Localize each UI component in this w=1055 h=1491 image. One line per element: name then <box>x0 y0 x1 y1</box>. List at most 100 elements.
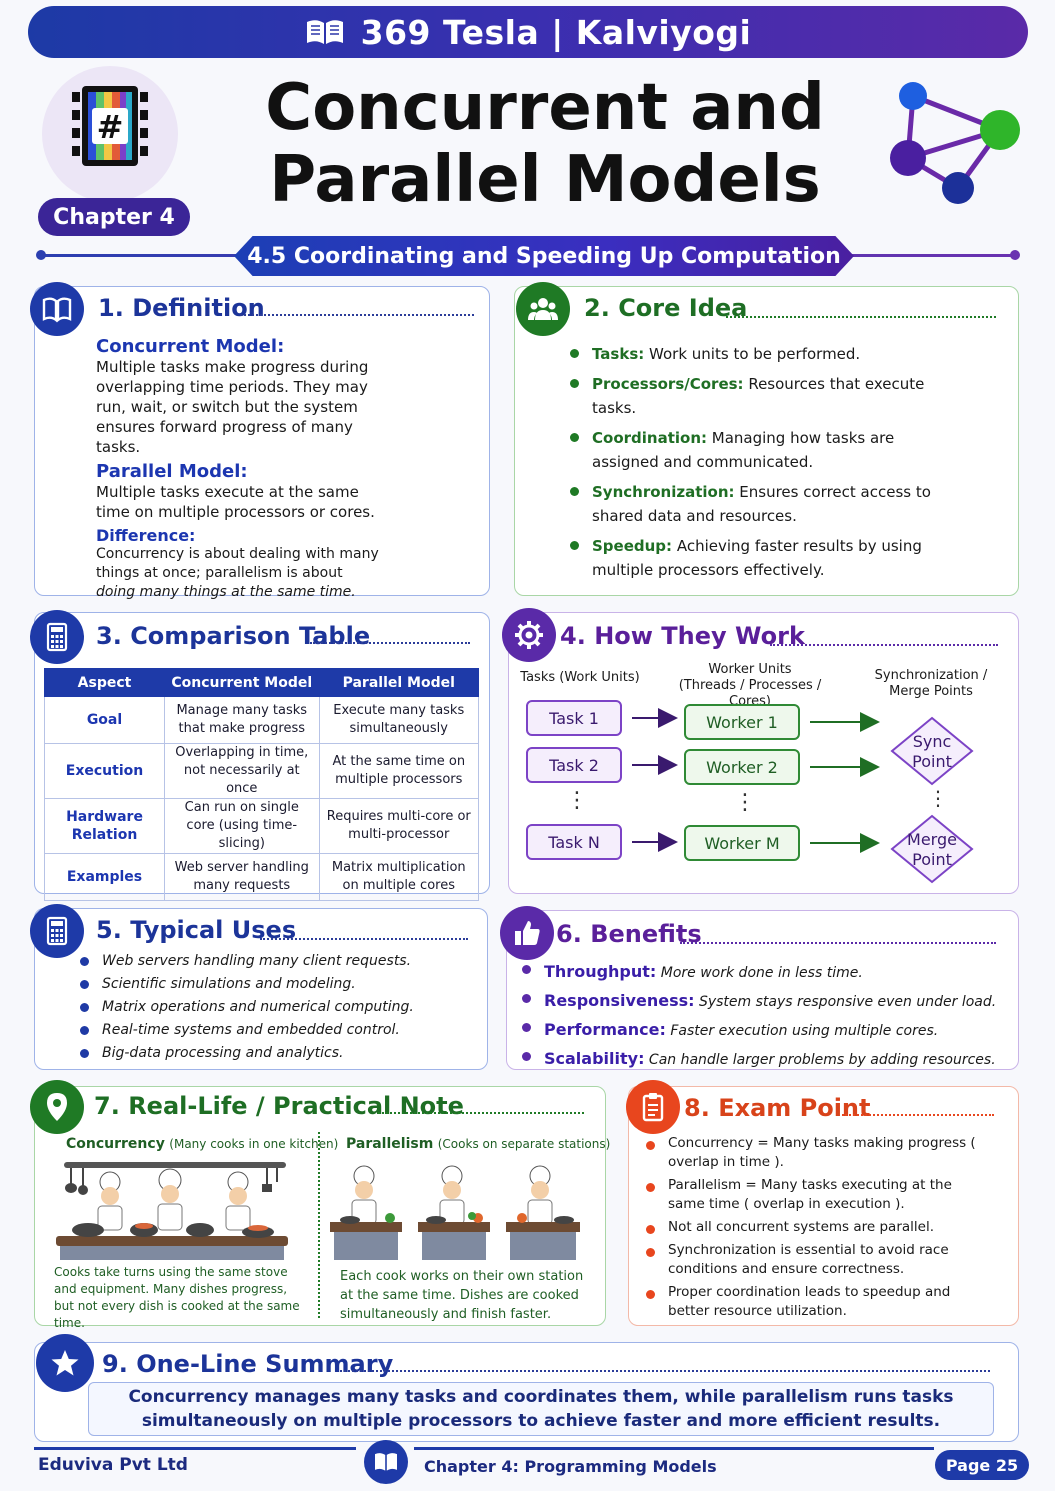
table-cell: Can run on single core (using time-slici… <box>164 798 320 854</box>
list-item: Big-data processing and analytics. <box>76 1042 476 1065</box>
title-leader <box>310 642 470 644</box>
list-item: Proper coordination leads to speedup and… <box>642 1283 982 1321</box>
table-cell: Examples <box>44 853 165 901</box>
svg-text:Merge: Merge <box>907 830 957 849</box>
column-divider <box>318 1132 320 1318</box>
network-graph-icon <box>890 82 1020 204</box>
group-people-icon <box>528 298 558 320</box>
list-item: Real-time systems and embedded control. <box>76 1019 476 1042</box>
sync-point-diamond: Sync Point <box>890 716 974 786</box>
page-number-pill: Page 25 <box>935 1450 1029 1480</box>
concurrency-text: Cooks take turns using the same stove an… <box>54 1265 300 1330</box>
difference-heading: Difference: <box>96 526 196 545</box>
separate-stations-illustration <box>330 1165 580 1260</box>
footer-chapter: Chapter 4: Programming Models <box>424 1457 717 1476</box>
table-cell: Overlapping in time, not necessarily at … <box>164 743 320 799</box>
list-item: Responsiveness: System stays responsive … <box>518 987 1014 1016</box>
table-header: Aspect <box>44 668 165 697</box>
thumbs-up-icon <box>515 921 540 945</box>
title-leader <box>240 314 474 316</box>
page-title: Concurrent and Parallel Models <box>240 72 850 216</box>
summary-box: Concurrency manages many tasks and coord… <box>88 1382 994 1436</box>
title-leader <box>680 942 996 944</box>
book-icon <box>375 1453 397 1471</box>
rule-dot <box>36 250 46 260</box>
list-item: Web servers handling many client request… <box>76 950 476 973</box>
flow-arrows <box>632 708 880 853</box>
table-row: Hardware Relation Can run on single core… <box>44 798 480 854</box>
table-cell: Matrix multiplication on multiple cores <box>318 853 480 901</box>
list-item: Synchronization is essential to avoid ra… <box>642 1241 982 1279</box>
parallel-heading: Parallel Model: <box>96 461 248 482</box>
uses-badge <box>30 904 84 958</box>
exam-list: Concurrency = Many tasks making progress… <box>642 1134 982 1321</box>
footer-rule <box>414 1447 934 1450</box>
table-cell: Execution <box>44 743 165 799</box>
table-cell: Manage many tasks that make progress <box>164 696 320 744</box>
list-item: Performance: Faster execution using mult… <box>518 1016 1014 1045</box>
top-banner: 369 Tesla | Kalviyogi <box>28 6 1028 58</box>
parallelism-heading: Parallelism (Cooks on separate stations) <box>346 1136 611 1152</box>
summary-title: 9. One-Line Summary <box>102 1350 394 1378</box>
core-idea-list: Tasks: Work units to be performed. Proce… <box>566 342 956 582</box>
concurrent-text: Multiple tasks make progress during over… <box>96 358 369 456</box>
ellipsis: ⋮ <box>734 790 756 815</box>
comparison-title: 3. Comparison Table <box>96 622 371 650</box>
uses-list: Web servers handling many client request… <box>76 950 476 1065</box>
svg-text:Sync: Sync <box>913 732 952 751</box>
core-idea-badge <box>516 282 570 336</box>
location-pin-icon <box>47 1093 67 1121</box>
svg-text:Point: Point <box>912 850 952 869</box>
worker-box: Worker 2 <box>684 749 800 785</box>
list-item: Coordination: Managing how tasks are ass… <box>566 426 956 474</box>
book-icon <box>306 20 343 44</box>
comparison-badge <box>30 610 84 664</box>
table-cell: Hardware Relation <box>44 798 165 854</box>
practical-badge <box>30 1080 84 1134</box>
table-row: Execution Overlapping in time, not neces… <box>44 743 480 799</box>
list-item: Scientific simulations and modeling. <box>76 973 476 996</box>
parallelism-text: Each cook works on their own station at … <box>340 1269 584 1322</box>
summary-badge <box>36 1334 94 1392</box>
title-line-1: Concurrent and <box>265 71 825 145</box>
concurrency-heading: Concurrency (Many cooks in one kitchen) <box>66 1136 339 1152</box>
comparison-table-wrap: Aspect Concurrent Model Parallel Model G… <box>44 668 480 901</box>
title-leader <box>726 316 996 318</box>
uses-card <box>34 908 488 1070</box>
parallel-text: Multiple tasks execute at the same time … <box>96 483 375 521</box>
clipboard-icon <box>642 1093 664 1122</box>
how-title: 4. How They Work <box>560 622 805 650</box>
calculator-icon <box>46 916 68 946</box>
benefits-card <box>506 910 1019 1070</box>
practical-card <box>34 1086 606 1326</box>
definition-badge <box>30 282 84 336</box>
task-box: Task N <box>526 824 622 860</box>
brand-title: 369 Tesla | Kalviyogi <box>360 12 752 52</box>
definition-body: Concurrent Model: Multiple tasks make pr… <box>96 336 386 602</box>
gear-icon <box>515 621 543 649</box>
how-badge <box>502 608 556 662</box>
task-box: Task 2 <box>526 747 622 783</box>
ellipsis: ⋮ <box>566 788 588 813</box>
summary-text: Concurrency manages many tasks and coord… <box>128 1387 954 1431</box>
merge-point-diamond: Merge Point <box>890 814 974 884</box>
logo-symbol: # <box>97 108 124 146</box>
exam-card <box>628 1086 1019 1326</box>
core-idea-card <box>514 286 1019 596</box>
list-item: Tasks: Work units to be performed. <box>566 342 956 366</box>
svg-text:Point: Point <box>912 752 952 771</box>
shared-kitchen-illustration <box>56 1162 288 1260</box>
title-leader <box>260 938 468 940</box>
list-item: Throughput: More work done in less time. <box>518 958 1014 987</box>
exam-badge <box>626 1080 680 1134</box>
star-icon <box>51 1350 79 1376</box>
list-item: Matrix operations and numerical computin… <box>76 996 476 1019</box>
list-item: Synchronization: Ensures correct access … <box>566 480 956 528</box>
exam-title: 8. Exam Point <box>684 1094 871 1122</box>
open-book-icon <box>42 297 72 323</box>
title-line-2: Parallel Models <box>269 143 821 217</box>
footer-book-badge <box>364 1440 408 1484</box>
list-item: Not all concurrent systems are parallel. <box>642 1218 982 1237</box>
footer-company: Eduviva Pvt Ltd <box>38 1455 188 1475</box>
list-item: Parallelism = Many tasks executing at th… <box>642 1176 982 1214</box>
